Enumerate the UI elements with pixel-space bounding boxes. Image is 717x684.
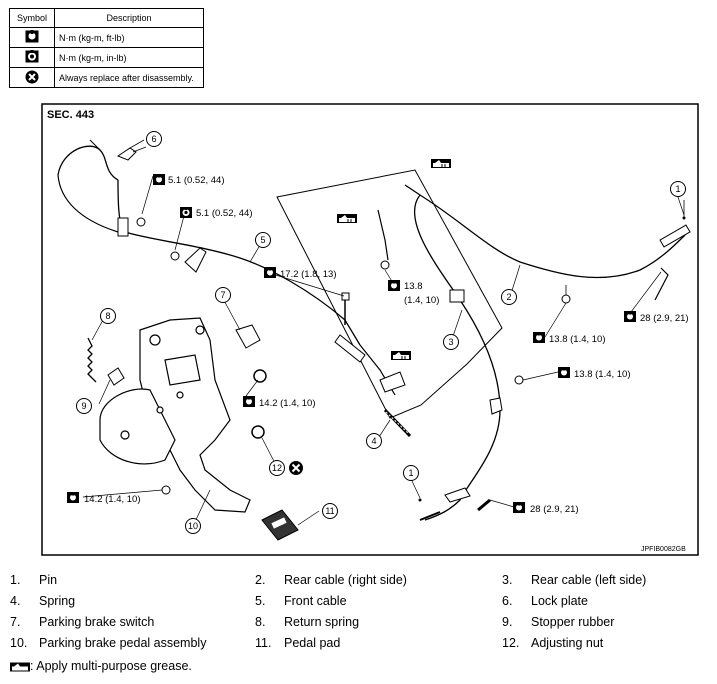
stopper-rubber <box>107 367 125 386</box>
torque-5-1-b: 5.1 (0.52, 44) <box>196 208 253 219</box>
torque-13-8-right: 13.8 (1.4, 10) <box>549 334 606 345</box>
drawing-code: JPFIB0082GB <box>641 546 686 553</box>
spring-part <box>383 408 412 438</box>
callout-1-bottom: 1 <box>408 468 413 478</box>
torque-wrench-inlb-icon <box>25 50 39 63</box>
callout-11: 11 <box>325 506 334 516</box>
return-spring <box>87 337 97 383</box>
torque-14-2-pedal: 14.2 (1.4, 10) <box>84 494 141 505</box>
callout-10: 10 <box>188 521 198 531</box>
grease-note-text: : Apply multi-purpose grease. <box>30 659 192 673</box>
callout-2: 2 <box>506 292 511 302</box>
torque-13-8-left: 13.8 (1.4, 10) <box>574 369 631 380</box>
grease-note: : Apply multi-purpose grease. <box>10 659 192 673</box>
pedal-pad <box>261 509 299 541</box>
brake-switch <box>235 324 261 349</box>
legend-text-replace: Always replace after disassembly. <box>54 67 204 88</box>
assembly-boundary <box>276 169 503 419</box>
callout-5: 5 <box>260 235 265 245</box>
replace-x-icon <box>25 70 39 83</box>
callout-1-top: 1 <box>675 184 680 194</box>
callout-12: 12 <box>272 463 282 473</box>
callout-7: 7 <box>220 290 225 300</box>
symbol-legend-table: Symbol Description N·m (kg-m, ft-lb) N·m… <box>9 8 204 88</box>
diagram-frame <box>41 103 699 556</box>
callout-6: 6 <box>151 134 156 144</box>
torque-14-2-switch: 14.2 (1.4, 10) <box>259 398 316 409</box>
callout-9: 9 <box>81 401 86 411</box>
torque-13-8-equalizer: 13.8 <box>404 281 423 292</box>
callout-8: 8 <box>105 311 110 321</box>
torque-13-8-equalizer-sub: (1.4, 10) <box>404 295 439 306</box>
torque-wrench-ftlb-icon <box>25 30 39 43</box>
torque-17-2: 17.2 (1.8, 13) <box>280 269 337 280</box>
torque-5-1-a: 5.1 (0.52, 44) <box>168 175 225 186</box>
section-label: SEC. 443 <box>47 109 94 121</box>
rear-cable-right <box>404 184 686 279</box>
callout-4: 4 <box>371 436 376 446</box>
callout-3: 3 <box>448 337 453 347</box>
lock-plate <box>116 147 137 161</box>
pedal-assembly <box>99 317 251 513</box>
torque-28-right: 28 (2.9, 21) <box>640 313 689 324</box>
grease-icon <box>10 662 30 672</box>
torque-28-left: 28 (2.9, 21) <box>530 504 579 515</box>
replace-x-icon <box>289 461 303 475</box>
